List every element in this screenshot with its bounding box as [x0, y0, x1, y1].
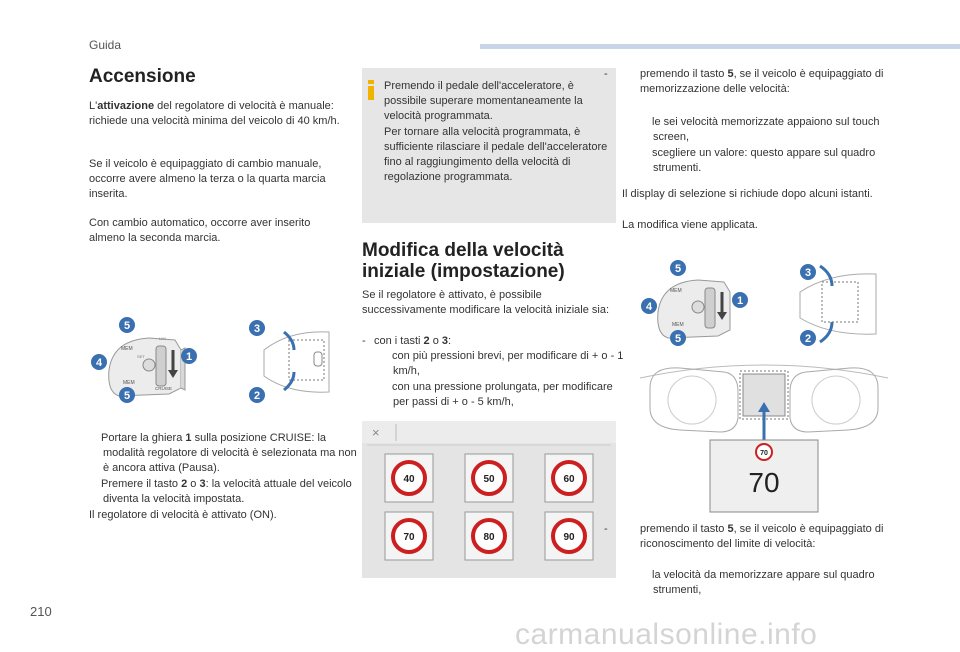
callout-5-top-2: 5 — [670, 260, 686, 276]
svg-text:2: 2 — [805, 333, 811, 345]
svg-text:5: 5 — [675, 263, 681, 275]
svg-text:1: 1 — [186, 351, 192, 363]
dash-item-buttons: -con i tasti 2 o 3: — [362, 335, 452, 347]
mem-label-2: MEM — [123, 380, 135, 386]
speed-option-label: 60 — [563, 474, 575, 485]
watermark: carmanualsonline.info — [515, 618, 818, 651]
stalk-illustration: MEM MEM CRUISE SET LIM 5 4 5 1 3 2 — [91, 317, 330, 403]
svg-text:5: 5 — [124, 320, 130, 332]
svg-text:4: 4 — [646, 301, 653, 313]
speed-option-label: 80 — [483, 532, 495, 543]
page-number: 210 — [30, 604, 52, 619]
svg-text:3: 3 — [805, 267, 811, 279]
sub-item-six-speeds: le sei velocità memorizzate appaiono sul… — [652, 116, 880, 144]
svg-text:2: 2 — [254, 390, 260, 402]
paragraph-activation: L'attivazione del regolatore di velocità… — [89, 99, 349, 129]
sub-item-short-press: con più pressioni brevi, per modificare … — [392, 350, 624, 378]
stalk-control: MEM MEM CRUISE SET LIM — [108, 336, 186, 397]
heading-accensione: Accensione — [89, 66, 196, 87]
callout-2-2: 2 — [800, 330, 816, 346]
speed-option-label: 40 — [403, 474, 415, 485]
callout-2: 2 — [249, 387, 265, 403]
info-note-box — [362, 68, 616, 223]
paragraph-automatic-gearbox: Con cambio automatico, occorre aver inse… — [89, 217, 311, 245]
paragraph-display-closes: Il display di selezione si richiude dopo… — [622, 188, 873, 200]
paragraph-manual-gearbox: Se il veicolo è equipaggiato di cambio m… — [89, 158, 326, 201]
callout-4: 4 — [91, 354, 107, 370]
svg-text:3: 3 — [254, 323, 260, 335]
paragraph-modifica-intro: Se il regolatore è attivato, è possibile… — [362, 289, 609, 317]
mem-label-3: MEM — [670, 288, 682, 294]
close-icon: × — [372, 425, 380, 440]
section-label: Guida — [89, 38, 122, 52]
bullet-press-button: Premere il tasto 2 o 3: la velocità attu… — [101, 478, 352, 506]
callout-5-bottom-2: 5 — [670, 330, 686, 346]
svg-text:5: 5 — [675, 333, 681, 345]
info-icon — [368, 80, 374, 100]
callout-5-bottom: 5 — [119, 387, 135, 403]
text-prefix: L' — [89, 100, 98, 112]
mem-label-4: MEM — [672, 322, 684, 328]
steering-paddles-2 — [799, 264, 877, 344]
header-bar — [480, 44, 960, 49]
svg-text:4: 4 — [96, 357, 103, 369]
dashboard-illustration: 70 70 — [640, 364, 888, 513]
set-label: SET — [137, 354, 145, 359]
speed-option-50[interactable]: 50 — [464, 453, 514, 503]
dash-item-memorization: -premendo il tasto 5, se il veicolo è eq… — [604, 68, 884, 96]
callout-1-2: 1 — [732, 292, 748, 308]
speed-option-80[interactable]: 80 — [464, 511, 514, 561]
text-bold: attivazione — [97, 100, 155, 112]
stalk-control-2: MEM MEM — [657, 279, 731, 339]
text-rest: del regolatore di velocità è manuale: ri… — [89, 100, 340, 128]
speed-selection-screen: × 40 50 60 70 80 90 — [362, 421, 616, 578]
callout-1: 1 — [181, 348, 197, 364]
steering-paddles — [263, 330, 330, 393]
paragraph-applied: La modifica viene applicata. — [622, 219, 758, 231]
speed-option-90[interactable]: 90 — [544, 511, 594, 561]
stalk-illustration-2: MEM MEM 5 4 5 1 3 2 — [641, 260, 877, 346]
svg-text:5: 5 — [124, 390, 130, 402]
mem-label: MEM — [121, 346, 133, 352]
speed-option-60[interactable]: 60 — [544, 453, 594, 503]
dash-small-sign: 70 — [760, 450, 768, 457]
callout-3: 3 — [249, 320, 265, 336]
info-note-text: Premendo il pedale dell'acceleratore, è … — [384, 80, 608, 184]
paragraph-activated: Il regolatore di velocità è attivato (ON… — [89, 509, 277, 521]
speed-option-label: 50 — [483, 474, 495, 485]
heading-modifica: Modifica della velocità iniziale (impost… — [362, 240, 565, 282]
lim-label: LIM — [159, 336, 166, 341]
dash-item-recognition: -premendo il tasto 5, se il veicolo è eq… — [604, 523, 884, 551]
dash-speed-value: 70 — [748, 467, 779, 498]
speed-option-40[interactable]: 40 — [384, 453, 434, 503]
svg-text:1: 1 — [737, 295, 743, 307]
sub-item-speed-appears: la velocità da memorizzare appare sul qu… — [652, 569, 875, 597]
sub-item-choose-value: scegliere un valore: questo appare sul q… — [652, 147, 876, 175]
callout-4-2: 4 — [641, 298, 657, 314]
cruise-label: CRUISE — [155, 386, 172, 391]
speed-option-70[interactable]: 70 — [384, 511, 434, 561]
sub-item-long-press: con una pressione prolungata, per modifi… — [392, 381, 613, 409]
speed-option-label: 90 — [563, 532, 575, 543]
speed-option-label: 70 — [403, 532, 415, 543]
callout-3-2: 3 — [800, 264, 816, 280]
bullet-cruise-position: Portare la ghiera 1 sulla posizione CRUI… — [101, 432, 357, 475]
callout-5-top: 5 — [119, 317, 135, 333]
